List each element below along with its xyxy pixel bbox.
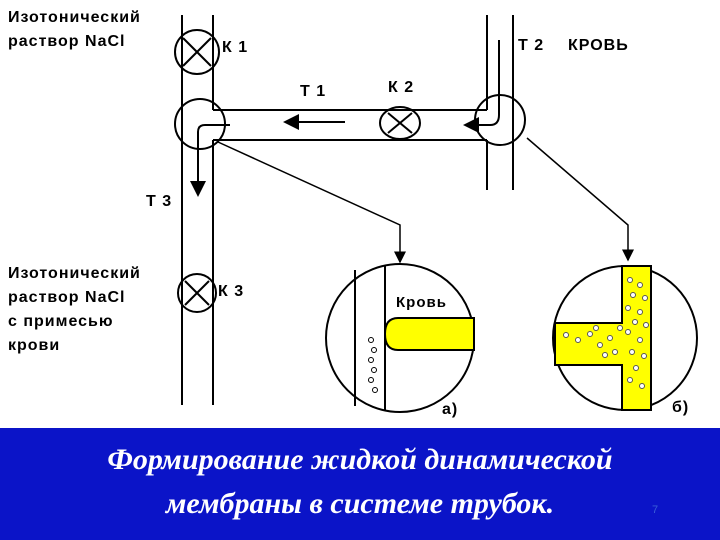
caption: Формирование жидкой динамической мембран… — [0, 438, 720, 526]
junction-left — [174, 98, 230, 197]
label-t1: Т 1 — [300, 83, 326, 100]
valve-k3 — [177, 273, 217, 313]
blood-tjunction — [554, 265, 652, 411]
blood-front — [383, 317, 475, 351]
label-k3: К 3 — [218, 283, 244, 300]
label-t2: Т 2 — [518, 37, 544, 54]
label-solution-bottom-1: Изотонический — [8, 265, 141, 282]
label-solution-bottom-4: крови — [8, 337, 60, 354]
page-number: 7 — [652, 504, 659, 516]
label-blood-top: КРОВЬ — [568, 37, 629, 54]
label-k2: К 2 — [388, 79, 414, 96]
label-inset-a: а) — [442, 401, 458, 418]
caption-banner: Формирование жидкой динамической мембран… — [0, 428, 720, 540]
tube-diagram: Изотонический раствор NaCl К 1 Т 1 К 2 Т… — [8, 9, 698, 418]
label-inset-b: б) — [672, 399, 689, 416]
inset-b — [552, 265, 698, 411]
label-solution-top-1: Изотонический — [8, 9, 141, 26]
inset-a — [325, 263, 475, 413]
label-solution-bottom-2: раствор NaCl — [8, 289, 125, 306]
junction-right — [463, 40, 526, 146]
label-k1: К 1 — [222, 39, 248, 56]
pointer-lines — [217, 137, 634, 264]
label-t3: Т 3 — [146, 193, 172, 210]
tube-t2 — [486, 15, 514, 190]
diagram-area: Изотонический раствор NaCl К 1 Т 1 К 2 Т… — [8, 9, 698, 418]
tube-t3 — [181, 15, 214, 405]
tube-t1 — [213, 109, 487, 141]
valve-k1 — [174, 29, 220, 75]
label-blood-inset: Кровь — [396, 294, 447, 311]
label-solution-top-2: раствор NaCl — [8, 33, 125, 50]
caption-line-1: Формирование жидкой динамической — [107, 443, 613, 476]
valve-k2 — [379, 106, 421, 140]
caption-line-2: мембраны в системе трубок. — [165, 487, 555, 520]
label-solution-bottom-3: с примесью — [8, 313, 114, 330]
